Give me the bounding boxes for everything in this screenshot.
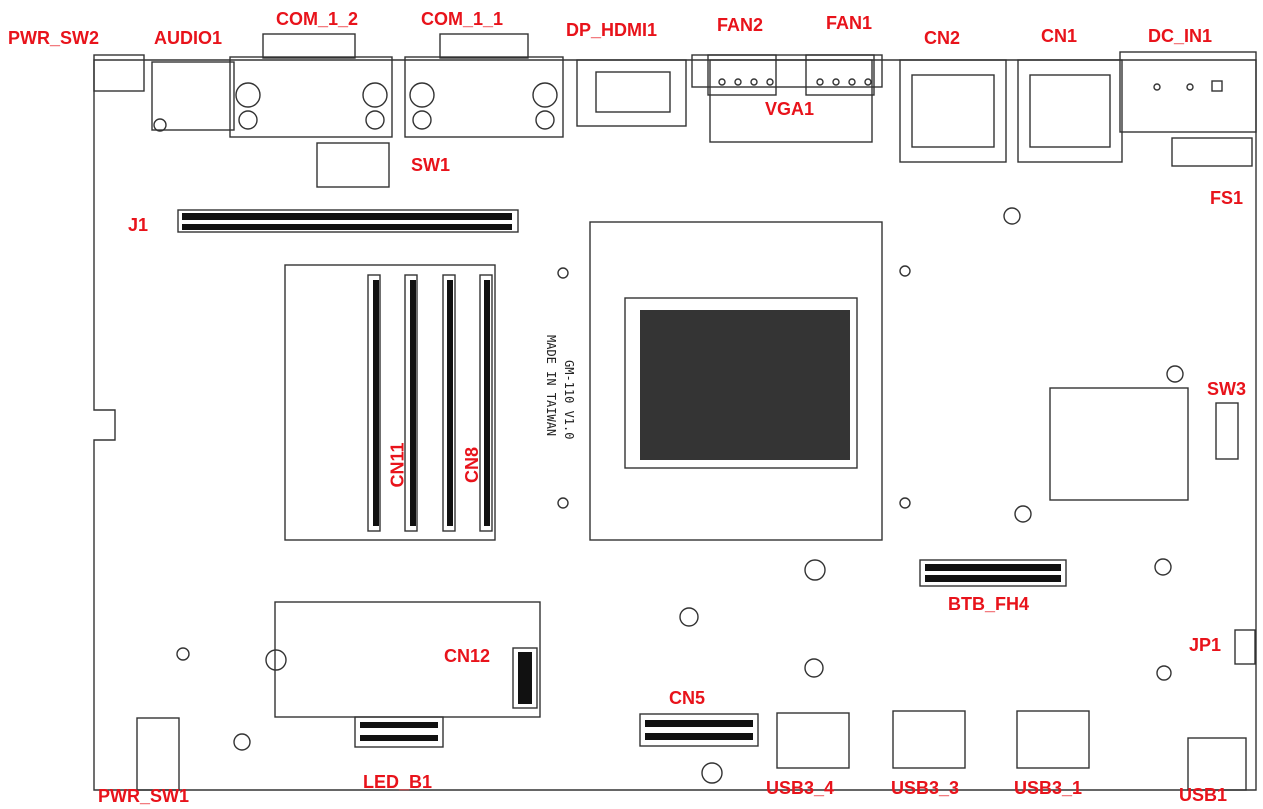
- board-outline: [93, 59, 1257, 791]
- label-usb3-1: USB3_1: [1014, 778, 1083, 798]
- label-cn8: CN8: [462, 446, 483, 484]
- label-led-b1: LED_B1: [363, 772, 433, 792]
- label-usb1: USB1: [1179, 785, 1228, 805]
- cpu-socket: [589, 221, 883, 541]
- cn2-lan-port: [899, 59, 1007, 163]
- audio1-jack: [151, 61, 235, 131]
- pwr-sw1-switch: [136, 717, 180, 791]
- label-com-1-2: COM_1_2: [276, 9, 359, 29]
- btb-fh4-connector: [919, 559, 1067, 587]
- label-jp1: JP1: [1189, 635, 1222, 655]
- usb3-3-port: [892, 710, 966, 769]
- jp1-jumper: [1234, 629, 1256, 665]
- label-cn1: CN1: [1041, 26, 1078, 46]
- label-com-1-1: COM_1_1: [421, 9, 504, 29]
- label-usb3-4: USB3_4: [766, 778, 835, 798]
- label-sw1: SW1: [411, 155, 451, 175]
- cn11-sodimm-slot: [284, 264, 496, 541]
- vga1-port: [709, 59, 873, 143]
- label-sw3: SW3: [1207, 379, 1247, 399]
- silkscreen-model: GM-110 V1.0: [562, 360, 576, 440]
- led-b1-header: [354, 716, 444, 748]
- silkscreen-origin: MADE IN TAIWAN: [544, 335, 558, 437]
- usb3-4-port: [776, 712, 850, 769]
- j1-connector: [177, 209, 519, 233]
- label-dc-in1: DC_IN1: [1148, 26, 1213, 46]
- cn1-lan-port: [1017, 59, 1123, 163]
- label-dp-hdmi1: DP_HDMI1: [566, 20, 658, 40]
- usb3-1-port: [1016, 710, 1090, 769]
- sw3-switch: [1215, 402, 1239, 460]
- label-j1: J1: [128, 215, 149, 235]
- cn5-connector: [639, 713, 759, 747]
- label-cn12: CN12: [444, 646, 491, 666]
- com-1-2-port: [229, 56, 393, 138]
- dp-hdmi1-port: [576, 59, 687, 127]
- label-fs1: FS1: [1210, 188, 1244, 208]
- label-audio1: AUDIO1: [154, 28, 223, 48]
- label-cn2: CN2: [924, 28, 961, 48]
- dc-in1-jack: [1119, 51, 1257, 133]
- cn12-m2-slot: [274, 601, 541, 718]
- label-fan1: FAN1: [826, 13, 873, 33]
- label-usb3-3: USB3_3: [891, 778, 960, 798]
- label-vga1: VGA1: [765, 99, 815, 119]
- label-cn5: CN5: [669, 688, 706, 708]
- fan2-header: [707, 54, 777, 96]
- usb1-port: [1187, 737, 1247, 791]
- sw1-switch: [316, 142, 390, 188]
- label-pwr-sw2: PWR_SW2: [8, 28, 100, 48]
- label-cn11: CN11: [387, 442, 408, 488]
- label-pwr-sw1: PWR_SW1: [98, 786, 190, 806]
- pwr-sw2-switch: [93, 54, 145, 92]
- com-1-1-port: [404, 56, 564, 138]
- label-fan2: FAN2: [717, 15, 764, 35]
- fan1-header: [805, 54, 875, 96]
- label-btb-fh4: BTB_FH4: [948, 594, 1030, 614]
- fs1-header: [1171, 137, 1253, 167]
- chipset: [1049, 387, 1189, 501]
